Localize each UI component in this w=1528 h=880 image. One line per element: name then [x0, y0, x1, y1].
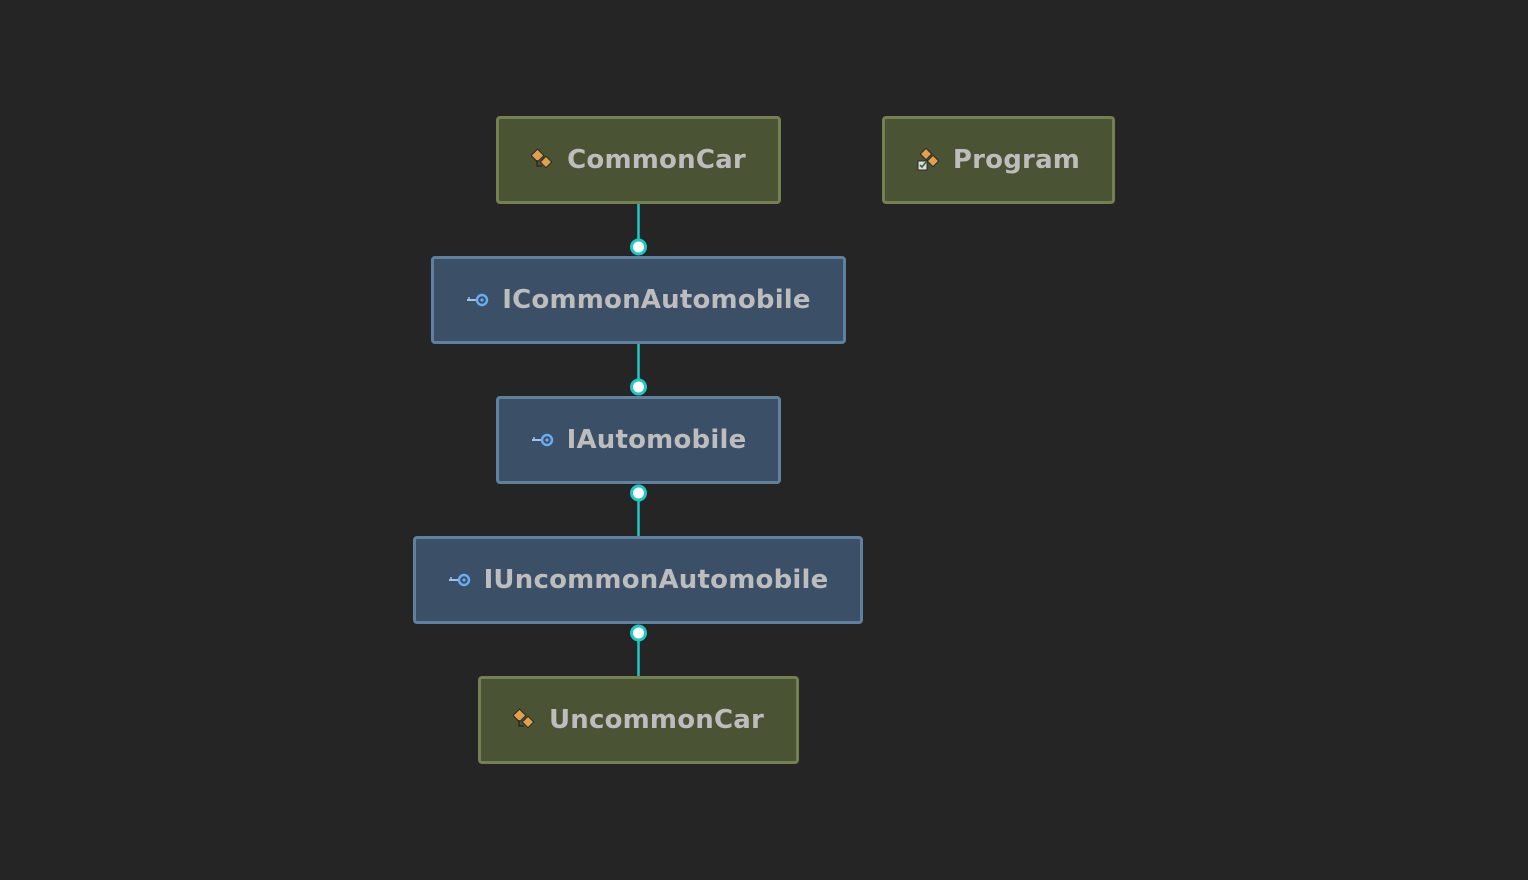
interface-icon: [448, 568, 472, 592]
edge-endpoint-dot: [630, 624, 647, 642]
edge-endpoint-dot: [630, 378, 647, 396]
node-program[interactable]: Program: [882, 116, 1115, 204]
node-label: CommonCar: [567, 145, 746, 175]
node-commoncar[interactable]: CommonCar: [496, 116, 781, 204]
node-label: IUncommonAutomobile: [483, 565, 829, 595]
edge-commoncar-icommonautomobile: [630, 204, 647, 256]
node-label: Program: [952, 145, 1081, 175]
node-icommonautomobile[interactable]: ICommonAutomobile: [431, 256, 846, 344]
edge-endpoint-dot: [630, 238, 647, 256]
edge-endpoint-dot: [630, 484, 647, 502]
edge-icommonautomobile-iautomobile: [630, 344, 647, 396]
interface-icon: [531, 428, 555, 452]
edge-uncommoncar-iuncommonautomobile: [630, 624, 647, 676]
node-label: UncommonCar: [548, 705, 765, 735]
edge-iuncommonautomobile-iautomobile: [630, 484, 647, 536]
program-class-icon: [917, 148, 941, 172]
node-label: IAutomobile: [566, 425, 747, 455]
interface-icon: [466, 288, 490, 312]
class-icon: [512, 708, 537, 732]
node-label: ICommonAutomobile: [502, 285, 811, 315]
node-uncommoncar[interactable]: UncommonCar: [478, 676, 799, 764]
node-iuncommonautomobile[interactable]: IUncommonAutomobile: [413, 536, 863, 624]
node-iautomobile[interactable]: IAutomobile: [496, 396, 781, 484]
class-icon: [531, 148, 555, 172]
